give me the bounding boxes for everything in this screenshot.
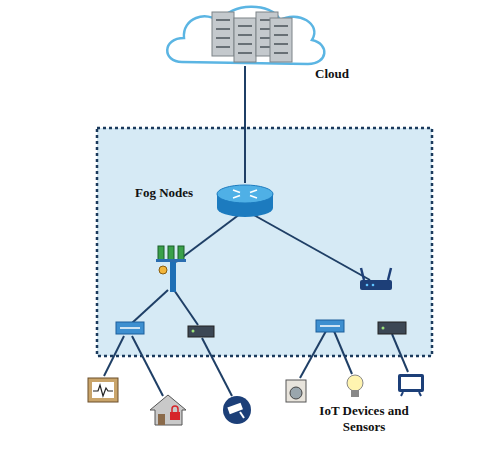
switch-icon — [116, 322, 144, 334]
router-arrow — [250, 196, 257, 199]
fog-region — [97, 128, 432, 356]
server-slot — [274, 52, 288, 54]
cloud-node: Cloud — [160, 2, 330, 66]
wire — [392, 334, 408, 372]
gateway-icon — [188, 326, 214, 337]
server-slot — [238, 34, 252, 36]
home-icon — [150, 395, 186, 425]
tv-leg — [419, 392, 421, 396]
wire — [252, 214, 370, 280]
wifi-router-icon — [360, 280, 392, 290]
wire — [334, 331, 352, 374]
server-slot — [274, 34, 288, 36]
camera-badge — [223, 396, 251, 424]
tv-screen — [401, 377, 421, 389]
tower-antenna — [168, 246, 174, 260]
fog-node: Fog Nodes — [215, 183, 275, 219]
server-icon — [212, 12, 234, 56]
monitor-screen — [92, 382, 114, 398]
tower-antenna — [178, 246, 184, 260]
server-slot — [274, 43, 288, 45]
tower-bar — [156, 259, 186, 262]
wires — [104, 214, 408, 396]
router-led — [366, 284, 369, 287]
server-icon — [234, 18, 256, 62]
tower-light — [159, 266, 167, 274]
home-door — [158, 414, 165, 425]
uplink-line — [244, 66, 246, 183]
wire — [176, 214, 240, 262]
router-arrow — [233, 196, 240, 199]
node-label: Cloud — [315, 66, 349, 82]
tower-pole — [170, 260, 176, 292]
server-slot — [238, 43, 252, 45]
server-slot — [216, 37, 230, 39]
monitor-icon — [88, 378, 118, 402]
monitor-wave — [93, 385, 113, 396]
washer-icon — [286, 380, 306, 402]
cloud-outline — [167, 7, 324, 64]
wire — [174, 290, 198, 325]
node-label: Fog Nodes — [135, 185, 193, 201]
server-slot — [216, 19, 230, 21]
server-slot — [216, 46, 230, 48]
gateway-led — [382, 327, 385, 330]
node-outline — [215, 183, 275, 219]
switch-icon — [316, 320, 344, 332]
wire — [104, 336, 124, 376]
server-slot — [216, 28, 230, 30]
switch-arrow — [120, 327, 140, 329]
tower-antenna — [158, 246, 164, 260]
wire — [132, 336, 163, 396]
lock-shackle — [172, 406, 178, 412]
server-icon — [270, 18, 292, 62]
gateway-led — [192, 330, 195, 333]
server-slot — [238, 25, 252, 27]
tv-leg — [401, 392, 403, 396]
server-slot — [274, 25, 288, 27]
router-top — [217, 185, 273, 203]
router-antenna — [361, 268, 364, 280]
wire — [300, 331, 326, 378]
router-antenna — [388, 268, 391, 280]
caption-label: IoT Devices and Sensors — [312, 403, 416, 435]
tv-icon — [398, 374, 424, 392]
server-slot — [238, 52, 252, 54]
gateway-icon — [378, 322, 406, 334]
wire — [132, 290, 168, 323]
node-outline — [160, 2, 330, 66]
router-arrow — [233, 190, 240, 193]
router-led — [372, 284, 375, 287]
bulb-icon — [347, 375, 363, 391]
camera-mount — [240, 412, 244, 418]
washer-door — [290, 387, 302, 399]
lock-icon — [170, 412, 180, 420]
bulb-base — [351, 390, 359, 397]
switch-arrow — [320, 325, 340, 327]
router-arrow — [250, 190, 257, 193]
wire — [202, 338, 232, 396]
